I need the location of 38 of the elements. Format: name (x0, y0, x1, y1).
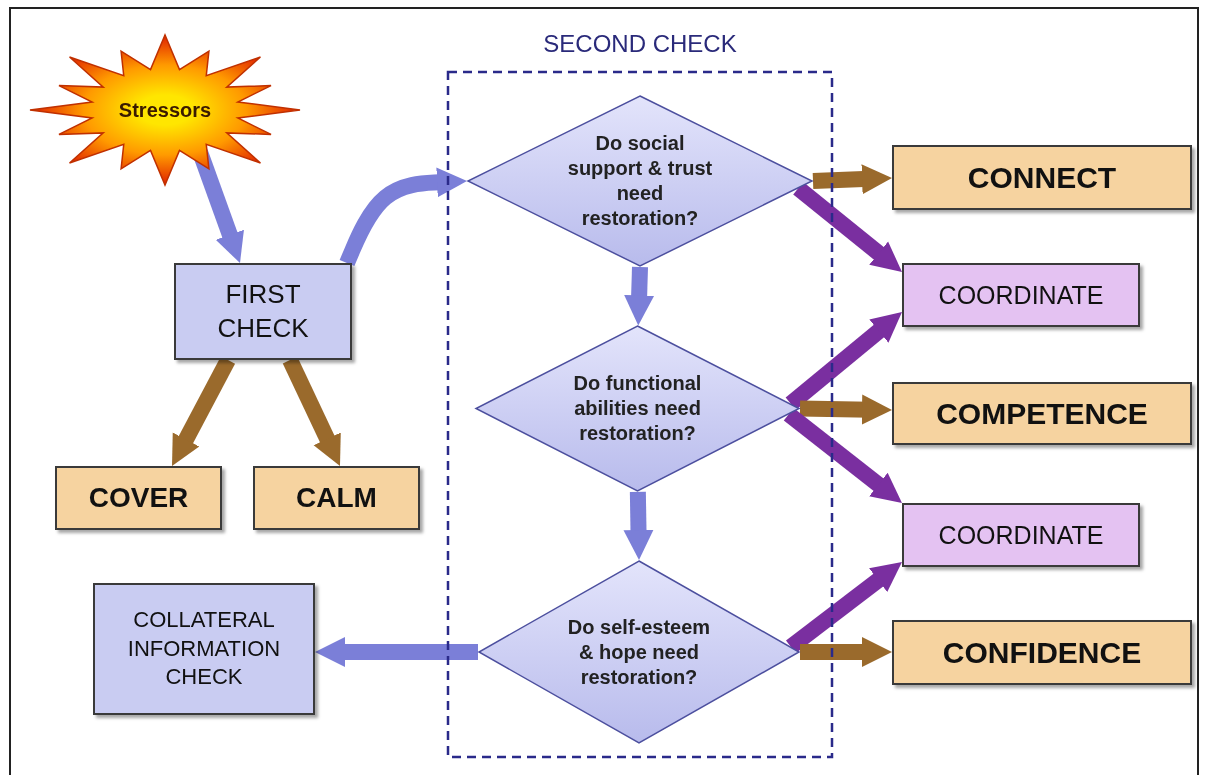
box-label: COORDINATE (937, 519, 1105, 551)
decision-question: Do functional abilities need restoration? (572, 371, 703, 446)
box-label: COMPETENCE (935, 396, 1149, 432)
box-label: CALM (295, 480, 378, 515)
decision-question: Do self-esteem & hope need restoration? (566, 614, 712, 690)
outcome-box (892, 620, 1192, 685)
block-arrow (812, 164, 892, 195)
block-arrow (786, 562, 902, 654)
block-arrow (800, 637, 892, 667)
block-arrow (623, 491, 654, 560)
group-heading: SECOND CHECK (543, 30, 737, 58)
outcome-box (253, 466, 420, 530)
block-arrow (785, 312, 902, 410)
process-box (93, 583, 315, 715)
box-label: COORDINATE (937, 279, 1105, 311)
decision-diamond (475, 325, 800, 492)
decision-question: Do social support & trust need restoration? (566, 131, 714, 231)
box-label: CONNECT (966, 160, 1118, 196)
box-label: FIRST CHECK (216, 277, 310, 345)
block-arrow (624, 266, 655, 326)
process-box (174, 263, 352, 360)
box-label: COVER (87, 480, 190, 515)
block-arrow (793, 182, 902, 272)
box-label: COLLATERAL INFORMATION CHECK (126, 606, 282, 692)
outcome-box (892, 382, 1192, 445)
starburst-shape (30, 35, 300, 185)
block-arrow (783, 408, 902, 503)
outcome-box (892, 145, 1192, 210)
block-arrow (315, 637, 478, 667)
node-label: Stressors (118, 98, 212, 122)
block-arrow (339, 167, 467, 267)
decision-diamond (467, 95, 813, 267)
outcome-box (902, 503, 1140, 567)
box-label: CONFIDENCE (941, 635, 1143, 671)
decision-diamond (478, 560, 800, 744)
outcome-box (55, 466, 222, 530)
block-arrow (799, 394, 892, 425)
outcome-box (902, 263, 1140, 327)
